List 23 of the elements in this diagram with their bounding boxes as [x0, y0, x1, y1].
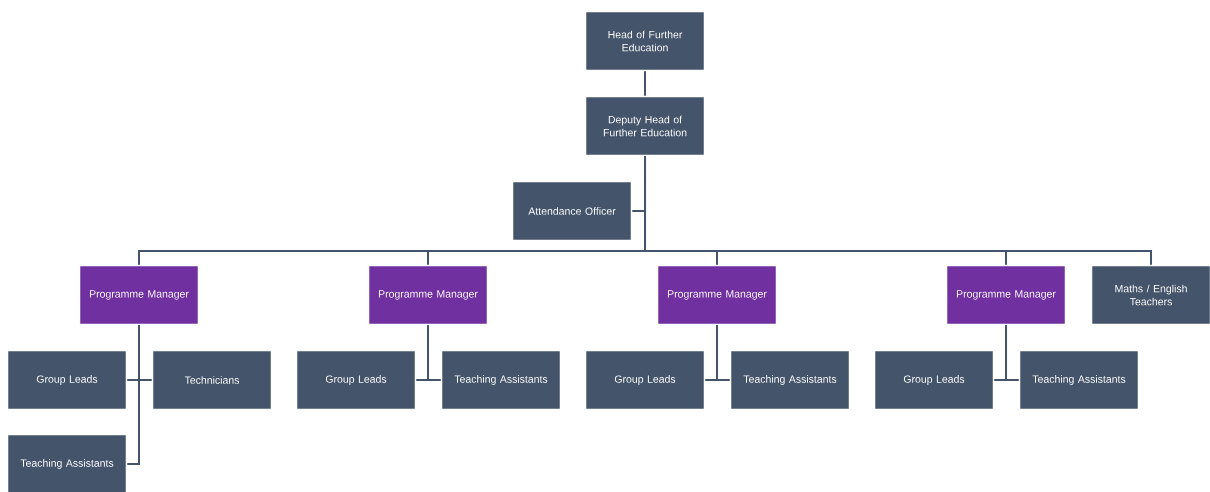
role-box: Maths / English Teachers — [1090, 264, 1210, 326]
manager-box: Programme Manager — [656, 264, 778, 326]
role-box: Teaching Assistants — [729, 349, 851, 411]
connector-line — [427, 324, 442, 381]
connector-line — [1005, 324, 1020, 381]
role-box: Teaching Assistants — [1018, 349, 1140, 411]
connector-line — [716, 324, 731, 381]
connector-line — [126, 324, 140, 465]
role-box: Group Leads — [6, 349, 128, 411]
connector-line — [644, 155, 1152, 266]
manager-box: Programme Manager — [78, 264, 200, 326]
role-box: Deputy Head of Further Education — [584, 95, 706, 157]
role-box: Teaching Assistants — [6, 433, 128, 492]
connector-line — [644, 70, 646, 97]
role-box: Attendance Officer — [511, 180, 633, 242]
role-box: Teaching Assistants — [440, 349, 562, 411]
role-box: Group Leads — [584, 349, 706, 411]
role-box: Group Leads — [873, 349, 995, 411]
role-box: Technicians — [151, 349, 273, 411]
role-box: Head of Further Education — [584, 10, 706, 72]
role-box: Group Leads — [295, 349, 417, 411]
manager-box: Programme Manager — [945, 264, 1067, 326]
manager-box: Programme Manager — [367, 264, 489, 326]
